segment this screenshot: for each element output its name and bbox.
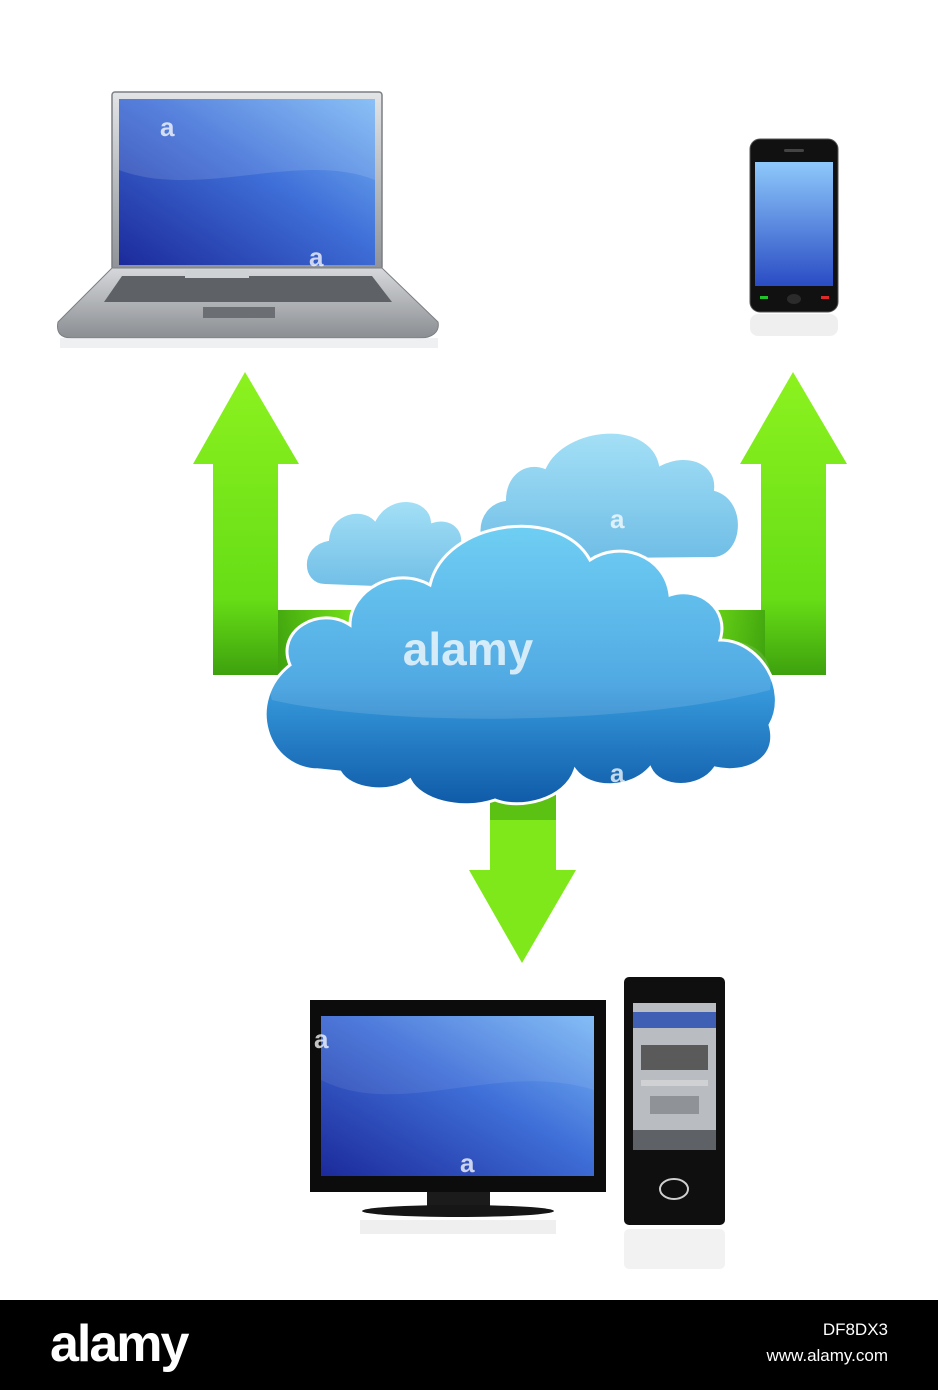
watermark-mark: a (610, 758, 625, 788)
smartphone-icon (749, 138, 839, 336)
monitor-icon (310, 1000, 606, 1234)
watermark-mark: a (610, 504, 625, 534)
arrow-up-icon (690, 372, 847, 675)
pc-tower-icon (624, 977, 725, 1269)
watermark-mark: a (460, 1148, 475, 1178)
laptop-icon (57, 91, 439, 348)
pc-tower (624, 977, 725, 1269)
cloud-sync-diagram: alamy a a a a a a a (57, 91, 847, 1269)
arrow-to-desktop (469, 780, 576, 963)
stock-footer-bar: alamy DF8DX3 www.alamy.com (0, 1300, 938, 1390)
site-url: www.alamy.com (766, 1346, 888, 1365)
watermark-layer: alamy a a a a a a a (160, 112, 625, 1178)
smartphone (749, 138, 839, 336)
watermark-mark: a (160, 112, 175, 142)
watermark-mark: a (309, 242, 324, 272)
image-id: DF8DX3 (822, 1320, 888, 1339)
watermark-mark: a (314, 1024, 329, 1054)
arrow-up-icon (193, 372, 355, 675)
cloud-icon (263, 524, 778, 807)
laptop (57, 91, 439, 348)
arrow-down-icon (469, 780, 576, 963)
monitor (310, 1000, 606, 1234)
alamy-logo: alamy (50, 1315, 189, 1373)
watermark-text: alamy (403, 623, 534, 675)
watermark-mark: a (310, 758, 325, 788)
cloud-main (263, 524, 778, 807)
